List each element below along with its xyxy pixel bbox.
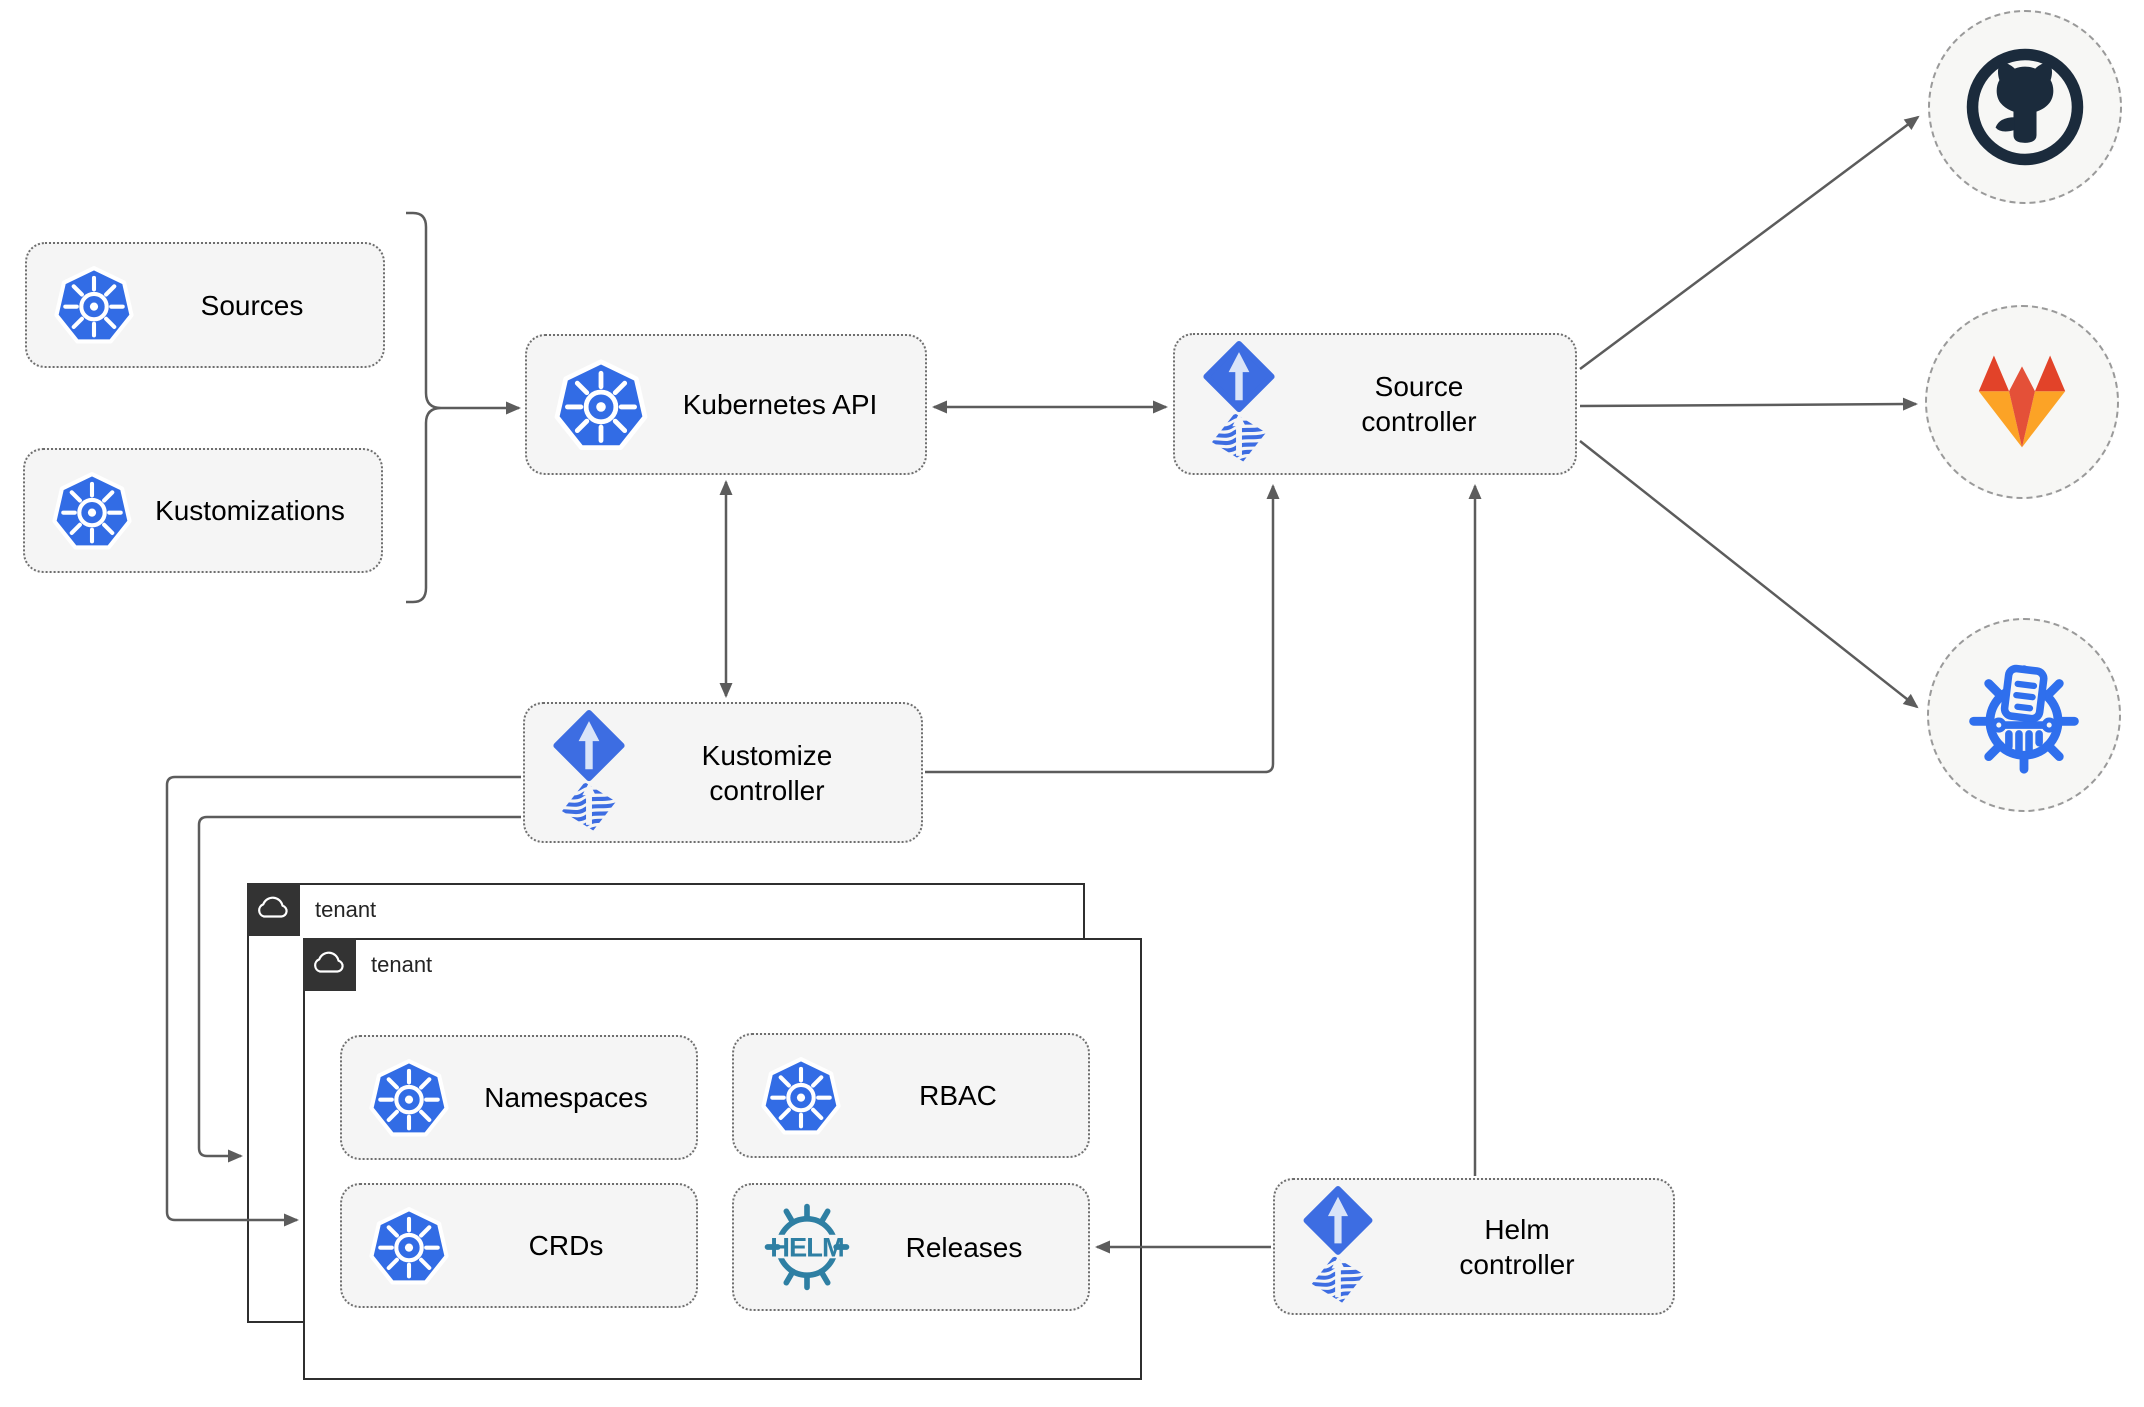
kubernetes-icon bbox=[368, 1205, 450, 1287]
external-gitlab bbox=[1925, 305, 2119, 499]
node-releases: Releases bbox=[732, 1183, 1090, 1311]
tenant-tab bbox=[246, 882, 300, 936]
node-label: CRDs bbox=[528, 1230, 604, 1261]
bucket-repository-icon bbox=[1961, 652, 2087, 778]
edge-kustomize-source bbox=[925, 484, 1280, 774]
node-source-controller: Source controller bbox=[1173, 333, 1577, 475]
edge-source-gitlab bbox=[1579, 397, 1918, 411]
kubernetes-icon bbox=[760, 1055, 842, 1137]
github-icon bbox=[1961, 43, 2089, 171]
tenant-label: tenant bbox=[371, 952, 433, 977]
flux-icon bbox=[551, 710, 627, 836]
node-label: Kustomizations bbox=[155, 495, 345, 526]
edge-source-bucket bbox=[1579, 440, 1919, 709]
node-kustomizations: Kustomizations bbox=[23, 448, 383, 573]
node-sources: Sources bbox=[25, 242, 385, 368]
node-label: Source controller bbox=[1361, 371, 1477, 437]
node-kubernetes-api: Kubernetes API bbox=[525, 334, 927, 475]
node-label: Sources bbox=[200, 289, 304, 321]
kubernetes-icon bbox=[53, 264, 135, 346]
edge-source-github bbox=[1579, 115, 1920, 371]
kubernetes-icon bbox=[368, 1057, 450, 1139]
node-label: Kustomize controller bbox=[701, 739, 833, 806]
gitlab-icon bbox=[1978, 355, 2066, 448]
flux-icon bbox=[1301, 1186, 1375, 1308]
bracket-sources-group bbox=[406, 211, 442, 604]
cloud-icon bbox=[258, 896, 288, 918]
node-helm-controller: Helm controller bbox=[1273, 1178, 1675, 1315]
external-github bbox=[1928, 10, 2122, 204]
node-label: Namespaces bbox=[484, 1082, 648, 1113]
helm-icon bbox=[760, 1200, 854, 1294]
node-label: RBAC bbox=[919, 1080, 997, 1111]
tenant-label: tenant bbox=[315, 897, 377, 922]
node-crds: CRDs bbox=[340, 1183, 698, 1308]
node-label: Releases bbox=[905, 1231, 1023, 1263]
kubernetes-icon bbox=[51, 470, 133, 552]
node-rbac: RBAC bbox=[732, 1033, 1090, 1158]
node-kustomize-controller: Kustomize controller bbox=[523, 702, 923, 843]
node-label: Kubernetes API bbox=[682, 389, 878, 420]
external-bucket-repository bbox=[1927, 618, 2121, 812]
kubernetes-icon bbox=[553, 357, 649, 453]
cloud-icon bbox=[314, 951, 344, 973]
node-label: Helm controller bbox=[1459, 1213, 1575, 1280]
node-namespaces: Namespaces bbox=[340, 1035, 698, 1160]
flux-icon bbox=[1201, 341, 1277, 467]
tenant-tab bbox=[302, 937, 356, 991]
